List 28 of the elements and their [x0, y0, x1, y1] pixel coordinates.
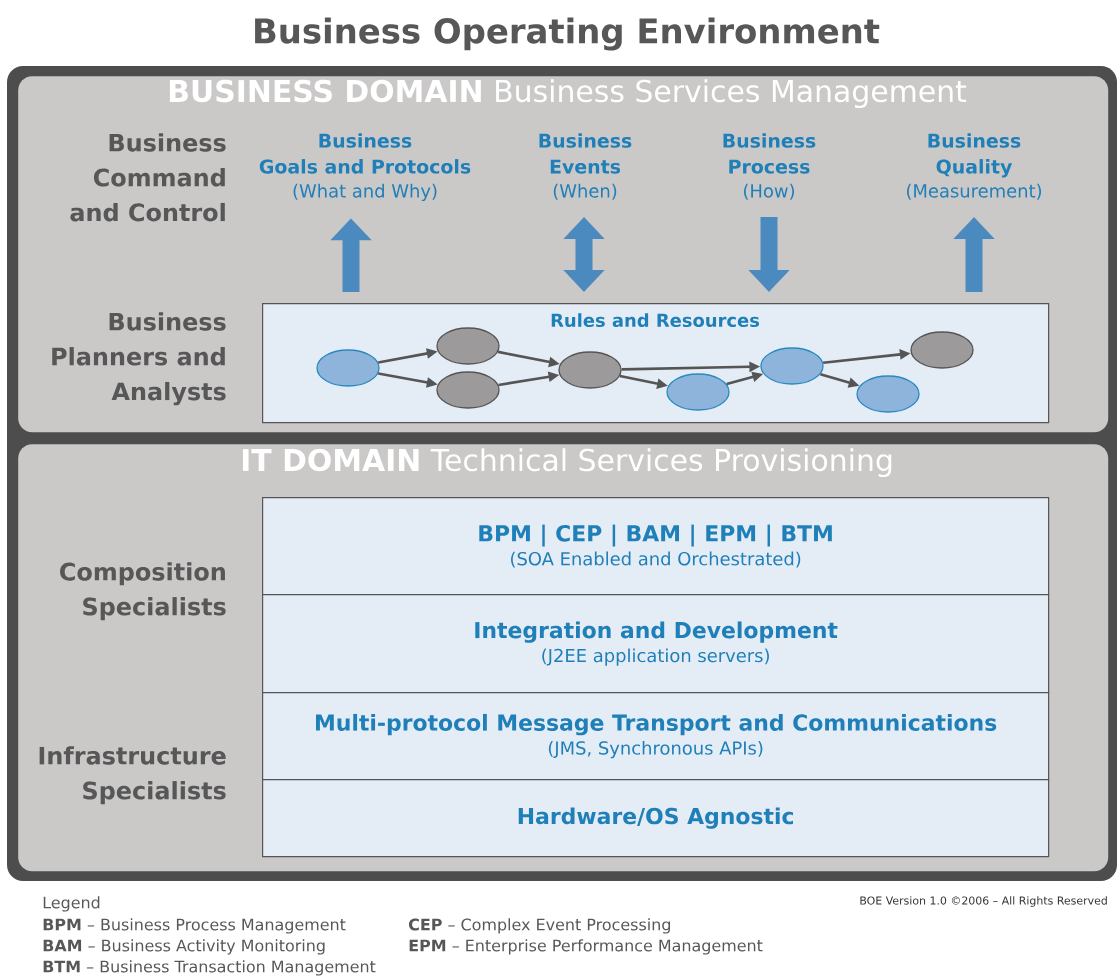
- role-label: Composition Specialists: [60, 562, 226, 621]
- legend-entry: BPM – Business Process Management: [43, 918, 346, 934]
- heading-text: Business Process (How): [723, 133, 816, 200]
- layer-box: Multi-protocol Message Transport and Communications (JMS, Synchronous APIs): [262, 692, 1050, 781]
- copyright-note: BOE Version 1.0 ©2006 – All Rights Reserved: [860, 896, 1107, 907]
- legend-entry: EPM – Enterprise Performance Management: [409, 939, 763, 955]
- role-label: Business Planners and Analysts: [52, 312, 226, 406]
- legend-entry: BAM – Business Activity Monitoring: [43, 939, 325, 955]
- ellipse: [436, 371, 500, 409]
- heading-text: Business Events (When): [539, 133, 632, 200]
- legend-entry: CEP – Complex Event Processing: [409, 918, 670, 934]
- ellipse: [666, 373, 730, 411]
- ellipse: [910, 331, 974, 369]
- layer-box: Hardware/OS Agnostic: [262, 779, 1050, 858]
- ellipse: [760, 347, 824, 385]
- layer-box: BPM | CEP | BAM | EPM | BTM (SOA Enabled and Orchestrated): [262, 497, 1050, 596]
- ellipse: [558, 351, 622, 389]
- legend-heading: Legend: [43, 896, 100, 912]
- role-label: Business Command and Control: [70, 133, 226, 222]
- legend-entry: BTM – Business Transaction Management: [43, 960, 376, 976]
- layer-box: Integration and Development (J2EE application servers): [262, 594, 1050, 694]
- ellipse: [856, 375, 920, 413]
- heading-text: Business Quality (Measurement): [907, 133, 1042, 200]
- ellipse: [436, 327, 500, 365]
- heading-text: Business Goals and Protocols (What and Why): [259, 133, 471, 202]
- title: Business Operating Environment: [255, 17, 880, 51]
- role-label: Infrastructure Specialists: [39, 746, 226, 805]
- ellipse: [316, 349, 380, 387]
